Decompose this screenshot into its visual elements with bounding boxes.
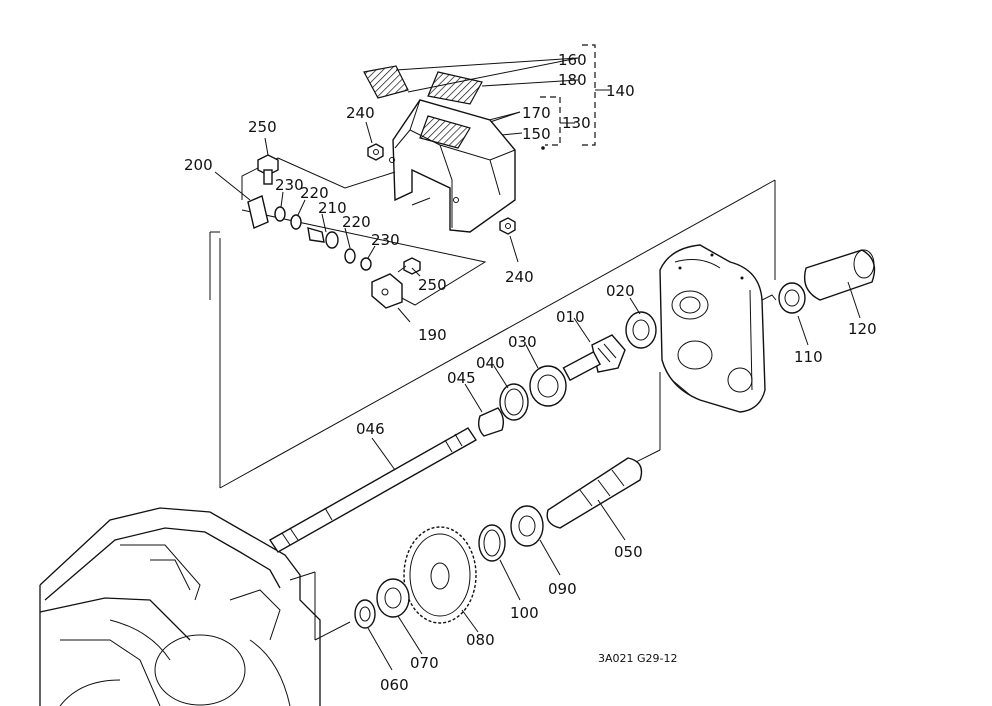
seal-060 bbox=[354, 599, 393, 671]
sleeve-120 bbox=[803, 249, 876, 319]
label-220-top: 220 bbox=[300, 184, 329, 202]
label-130: 130 bbox=[562, 114, 591, 132]
shaft-046 bbox=[268, 427, 478, 553]
cover-150 bbox=[389, 99, 545, 233]
pinion-010 bbox=[562, 317, 626, 382]
bracket-140-130 bbox=[540, 44, 610, 146]
label-040: 040 bbox=[476, 354, 505, 372]
label-010: 010 bbox=[556, 308, 585, 326]
nut-240-bottom bbox=[499, 217, 519, 263]
label-200: 200 bbox=[184, 156, 213, 174]
label-160: 160 bbox=[558, 51, 587, 69]
gear-080 bbox=[403, 526, 479, 633]
label-230-top: 230 bbox=[275, 176, 304, 194]
label-180: 180 bbox=[558, 71, 587, 89]
bearing-020 bbox=[625, 297, 657, 349]
bracket-190 bbox=[371, 257, 421, 323]
bearing-090 bbox=[510, 505, 561, 576]
label-250-top: 250 bbox=[248, 118, 277, 136]
label-220-bottom: 220 bbox=[342, 213, 371, 231]
label-080: 080 bbox=[466, 631, 495, 649]
label-110: 110 bbox=[794, 348, 823, 366]
label-190: 190 bbox=[418, 326, 447, 344]
alignment-box bbox=[219, 179, 776, 641]
label-100: 100 bbox=[510, 604, 539, 622]
label-170: 170 bbox=[522, 104, 551, 122]
gear-housing bbox=[659, 244, 777, 413]
hardware-chain bbox=[274, 191, 376, 271]
bolt-250-top bbox=[257, 137, 279, 185]
transmission-case-outline bbox=[39, 507, 321, 706]
label-045: 045 bbox=[447, 369, 476, 387]
label-240-top: 240 bbox=[346, 104, 375, 122]
bearing-070 bbox=[376, 578, 423, 655]
nut-240-top bbox=[365, 121, 384, 161]
label-120: 120 bbox=[848, 320, 877, 338]
label-150: 150 bbox=[522, 125, 551, 143]
label-250-bottom: 250 bbox=[418, 276, 447, 294]
collar-045 bbox=[464, 383, 505, 437]
linkage-outline bbox=[209, 157, 487, 306]
snap-ring-100 bbox=[478, 524, 521, 601]
label-020: 020 bbox=[606, 282, 635, 300]
bearing-030 bbox=[525, 344, 567, 407]
seal-110 bbox=[778, 282, 809, 346]
label-070: 070 bbox=[410, 654, 439, 672]
bracket-200 bbox=[214, 171, 269, 229]
plate-160 bbox=[363, 65, 483, 105]
label-050: 050 bbox=[614, 543, 643, 561]
shaft-050 bbox=[546, 457, 643, 541]
label-140: 140 bbox=[606, 82, 635, 100]
label-210: 210 bbox=[318, 199, 347, 217]
label-030: 030 bbox=[508, 333, 537, 351]
label-230-bottom: 230 bbox=[371, 231, 400, 249]
reference-code: 3A021 G29-12 bbox=[598, 652, 678, 665]
label-090: 090 bbox=[548, 580, 577, 598]
snap-ring-040 bbox=[493, 365, 529, 421]
label-060: 060 bbox=[380, 676, 409, 694]
label-240-bottom: 240 bbox=[505, 268, 534, 286]
label-046: 046 bbox=[356, 420, 385, 438]
part-labels: 160 180 140 170 130 150 240 250 200 230 … bbox=[184, 51, 877, 694]
